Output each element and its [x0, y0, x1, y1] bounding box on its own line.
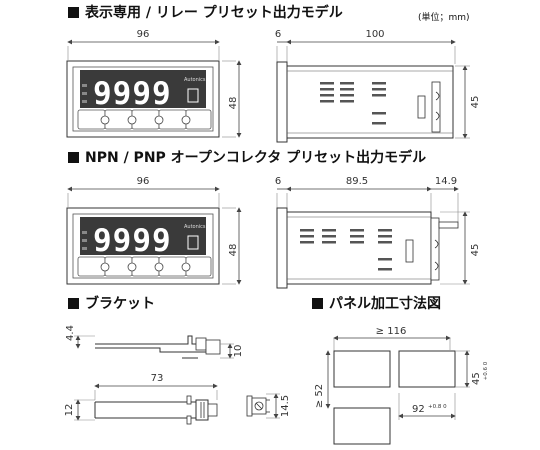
header-npn: NPN / PNP オープンコレクタ プリセット出力モデル [68, 150, 426, 166]
bracket-end-view: 14.5 [246, 393, 291, 419]
square-bullet-icon [68, 298, 79, 309]
dim-panel-116: ≥ 116 [376, 326, 407, 337]
dim-panel-92-tol: +0.8 0 [428, 404, 447, 410]
dim-panel-45: 45 [471, 372, 482, 385]
panel-cutout-2 [398, 350, 456, 388]
square-bullet-icon [312, 298, 323, 309]
dim-bracket-4-4: 4.4 [65, 325, 76, 341]
dim-npn-depth: 89.5 [346, 176, 368, 187]
unit-note: (単位；mm) [418, 13, 470, 23]
brand-label: Autonics [184, 77, 206, 83]
bracket-top-view: 4.4 10 [65, 325, 244, 359]
bracket-side-view: 73 12 [64, 373, 218, 425]
dim-bracket-73: 73 [151, 373, 164, 384]
header-panel: パネル加工寸法図 [312, 296, 441, 312]
panel-cutout-1 [333, 350, 391, 388]
dim-relay-6: 6 [275, 29, 281, 40]
relay-front-view: 96 9999 Autonics 48 [66, 29, 242, 138]
dim-panel-45-tol: +0.6 0 [483, 361, 489, 380]
dim-npn-extra: 14.9 [435, 176, 457, 187]
dim-front-height: 48 [228, 97, 239, 110]
dim-npn-front-width: 96 [137, 176, 150, 187]
relay-side-view: 6 100 45 [275, 29, 481, 143]
dim-bracket-12: 12 [64, 404, 75, 417]
panel-cutout-3 [333, 407, 391, 445]
dim-relay-depth: 100 [365, 29, 384, 40]
dim-relay-height: 45 [470, 96, 481, 109]
header-bracket: ブラケット [68, 296, 155, 312]
npn-display-digits: 9999 [93, 223, 172, 259]
dim-bracket-14-5: 14.5 [280, 395, 291, 417]
npn-front-view: 96 9999 Autonics 48 [66, 176, 242, 285]
square-bullet-icon [68, 152, 79, 163]
dim-npn-height: 45 [470, 244, 481, 257]
square-bullet-icon [68, 7, 79, 18]
dim-npn-6: 6 [275, 176, 281, 187]
panel-cutout-drawing: ≥ 116 ≥ 52 45 +0.6 0 92 +0.8 0 [314, 326, 489, 445]
npn-side-view: 6 89.5 14.9 45 [275, 176, 481, 289]
dim-front-width: 96 [137, 29, 150, 40]
dim-bracket-10: 10 [233, 345, 244, 358]
dim-npn-front-height: 48 [228, 244, 239, 257]
header-relay: 表示専用 / リレー プリセット出力モデル [68, 5, 343, 21]
npn-brand-label: Autonics [184, 224, 206, 230]
dim-panel-92: 92 [412, 404, 425, 415]
dim-panel-52: ≥ 52 [314, 384, 325, 408]
display-digits: 9999 [93, 76, 172, 112]
